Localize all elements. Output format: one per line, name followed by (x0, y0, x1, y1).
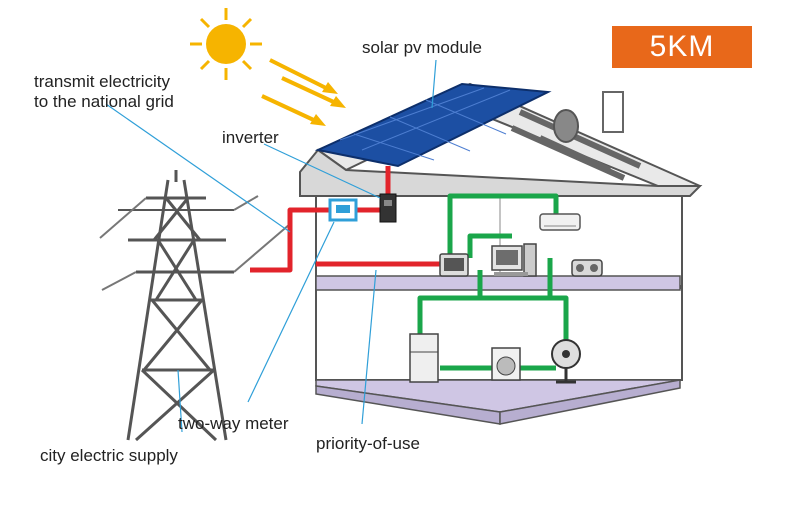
transmission-tower-icon (118, 170, 234, 442)
label-pointers (105, 59, 437, 433)
grid-ac-wiring (250, 166, 440, 273)
fridge-icon (409, 333, 439, 383)
washing-machine-icon (491, 347, 521, 381)
air-conditioner-icon (539, 213, 581, 231)
sun-icon (190, 8, 262, 80)
city-electric-supply-label: city electric supply (40, 446, 178, 465)
solar-panel-icon (314, 82, 552, 168)
floor-slabs (315, 275, 681, 425)
solar-pv-module-label: solar pv module (362, 38, 483, 57)
computer-icon (491, 243, 537, 277)
radio-icon (571, 259, 603, 277)
priority-of-use-label: priority-of-use (316, 434, 420, 453)
inverter-label: inverter (222, 128, 279, 147)
sun-rays-icon (261, 58, 346, 126)
power-lines (99, 195, 291, 291)
distance-badge: 5KM (612, 26, 752, 68)
two-way-meter-label: two-way meter (178, 414, 289, 433)
fan-icon (551, 339, 581, 384)
transmit-electricity-label: transmit electricity to the national gri… (34, 72, 174, 111)
dc-wiring (417, 193, 569, 371)
two-way-meter-icon (328, 198, 358, 222)
tv-icon (439, 253, 469, 277)
inverter-icon (379, 193, 397, 223)
